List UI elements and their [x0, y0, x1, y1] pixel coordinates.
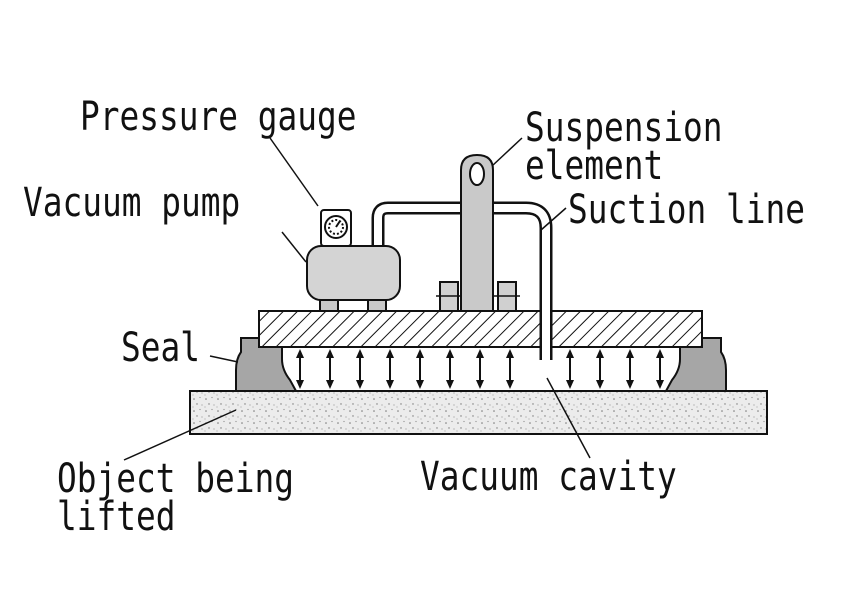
suspension-element [460, 153, 494, 312]
cavity-arrow [446, 349, 454, 389]
suction-line-pipe [371, 201, 553, 360]
cavity-arrow [656, 349, 664, 389]
label-vacuum-cavity: Vacuum cavity [420, 454, 677, 500]
label-suction-line: Suction line [568, 187, 805, 233]
object-being-lifted [189, 390, 768, 435]
label-suspension-element-line1: Suspension [525, 105, 723, 151]
pressure-gauge [320, 209, 352, 247]
cavity-arrow [626, 349, 634, 389]
cavity-arrow [416, 349, 424, 389]
label-suspension-element-line2: element [525, 143, 664, 189]
cavity-arrow [356, 349, 364, 389]
suspension-brackets [436, 281, 520, 312]
cavity-arrow [296, 349, 304, 389]
label-pressure-gauge: Pressure gauge [80, 94, 357, 140]
label-vacuum-pump: Vacuum pump [23, 180, 241, 226]
cavity-arrow [326, 349, 334, 389]
cavity-arrow [506, 349, 514, 389]
suction-plate [258, 310, 703, 348]
label-seal: Seal [121, 325, 200, 371]
vacuum-pump [306, 245, 401, 312]
leader-lines [123, 137, 591, 461]
label-object-line1: Object being [57, 456, 294, 502]
cavity-arrow [566, 349, 574, 389]
label-object-line2: lifted [57, 494, 176, 540]
cavity-arrow [386, 349, 394, 389]
cavity-arrow [596, 349, 604, 389]
cavity-arrow [476, 349, 484, 389]
vacuum-cavity-arrows [296, 349, 664, 389]
